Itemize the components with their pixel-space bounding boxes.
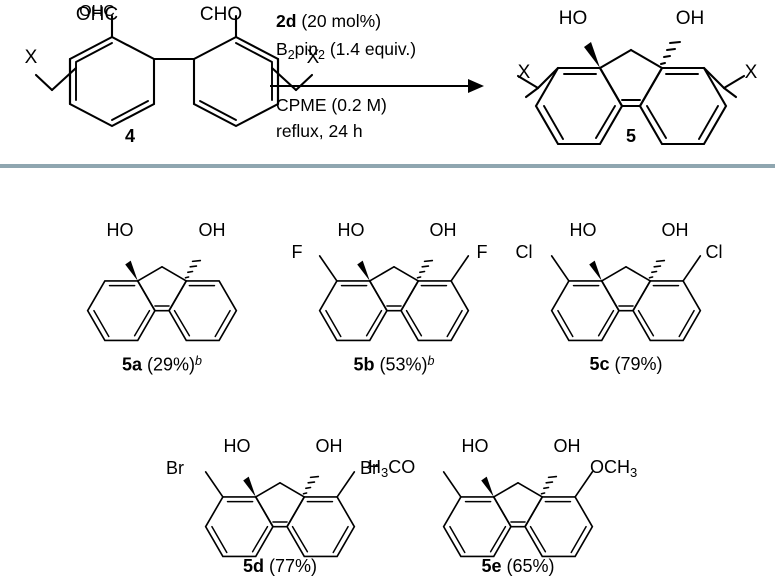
substrate-structure-4 (14, 4, 314, 154)
product-5d-id: 5d (242, 556, 264, 576)
reagent-sub-2: 2 (318, 47, 325, 62)
bond-to-sub-left-5b (318, 255, 338, 282)
product-hydroxyl-right-label: OH (675, 8, 705, 29)
product-5c-yield: (79%) (614, 354, 663, 374)
product-substituent-x-right: X (744, 62, 758, 83)
product-5e-hydroxyl-right: OH (553, 436, 581, 456)
product-5b-structure (304, 236, 484, 354)
product-5e-id: 5e (481, 556, 502, 576)
product-5b-svg (318, 255, 470, 342)
product-5a-structure (72, 236, 252, 354)
conditions-above-arrow: 2d (20 mol%) B2pin2 (1.4 equiv.) (276, 8, 416, 68)
product-5e-caption: 5e (65%) (448, 556, 588, 577)
product-5c-substituent-left: Cl (515, 242, 533, 262)
product-5c-hydroxyl-left: HO (569, 220, 597, 240)
bond-to-sub-left-5d (204, 471, 224, 498)
product-5e-sub-left-3: 3 (381, 464, 389, 480)
product-5c-id: 5c (589, 354, 610, 374)
substrate-number-text: 4 (124, 126, 135, 146)
reagent-b: B (276, 39, 288, 59)
arrow-head-icon (468, 79, 484, 93)
reaction-arrow-svg (270, 79, 484, 93)
bond-to-sub-right-5e (574, 471, 594, 498)
condition-line-catalyst: 2d (20 mol%) (276, 8, 416, 36)
conditions-below-arrow: CPME (0.2 M) reflux, 24 h (276, 92, 387, 144)
product-5a-yield: (29%) (147, 354, 196, 375)
hash-bond-right (660, 41, 681, 65)
product-5e-sub-left-h: H (368, 457, 381, 477)
product-svg (516, 41, 746, 146)
product-5a-id: 5a (121, 354, 143, 375)
product-5d-substituent-left: Br (166, 458, 184, 478)
product-5d-substituent-right: Br (360, 458, 378, 478)
section-divider (0, 164, 775, 168)
product-5e-sub-right-3: 3 (630, 464, 638, 480)
bond-to-sub-right-5b (450, 255, 470, 282)
product-5b-substituent-left: F (291, 242, 303, 262)
reaction-arrow (270, 76, 486, 96)
product-hydroxyl-left-label: HO (558, 8, 588, 29)
hash-bond-5e (540, 475, 558, 495)
product-5c-structure (536, 236, 716, 354)
catalyst-label: 2d (276, 11, 297, 31)
bond-to-sub-left-5c (550, 255, 570, 282)
product-5a-footnote: b (195, 354, 202, 368)
product-5b-hydroxyl-right: OH (429, 220, 457, 240)
condition-line-reagent: B2pin2 (1.4 equiv.) (276, 36, 416, 68)
product-5a-hydroxyl-left: HO (106, 220, 134, 240)
product-5d-hydroxyl-left: HO (223, 436, 251, 456)
product-structure-5 (516, 26, 746, 146)
hash-bond-5c (648, 259, 666, 279)
product-5e-structure (428, 452, 608, 570)
product-compound-number: 5 (611, 126, 651, 147)
substrate-label-ohc: OHC (75, 4, 119, 25)
product-5d-structure (190, 452, 370, 570)
substrate-substituent-x-left: X (24, 47, 38, 68)
product-5d-hydroxyl-right: OH (315, 436, 343, 456)
bond-to-sub-left-5e (442, 471, 462, 498)
condition-line-temp: reflux, 24 h (276, 121, 363, 141)
hash-bond-5b (416, 259, 434, 279)
catalyst-loading: (20 mol%) (301, 11, 382, 31)
product-5a-caption: 5a (29%)b (92, 354, 232, 376)
reagent-pin: pin (294, 39, 318, 59)
product-5e-substituent-left: H3CO (368, 457, 415, 480)
bond-to-sub-right-5d (336, 471, 356, 498)
product-5b-yield: (53%) (379, 354, 428, 375)
reagent-sub-1: 2 (287, 47, 295, 62)
product-5c-caption: 5c (79%) (556, 354, 696, 375)
reagent-amount: (1.4 equiv.) (329, 39, 417, 59)
product-5c-svg (550, 255, 702, 342)
product-5d-yield: (77%) (269, 556, 318, 576)
substrate-label-cho: CHO (199, 4, 243, 25)
product-5e-sub-right-och: OCH (590, 457, 630, 477)
product-5e-substituent-right: OCH3 (590, 457, 637, 480)
substrate-compound-number: 4 (110, 126, 150, 147)
substrate-group-ohc: OHC (79, 3, 115, 20)
bond-to-sub-right-5c (682, 255, 702, 282)
product-5c-hydroxyl-right: OH (661, 220, 689, 240)
product-number-text: 5 (625, 126, 636, 146)
hash-bond-5d (302, 475, 320, 495)
product-substituent-x-left: X (517, 62, 531, 83)
product-5e-hydroxyl-left: HO (461, 436, 489, 456)
product-5a-svg (86, 259, 238, 342)
substrate-svg (34, 14, 314, 128)
product-5b-id: 5b (353, 354, 375, 375)
product-5e-svg (442, 471, 594, 558)
product-5b-hydroxyl-left: HO (337, 220, 365, 240)
product-5e-yield: (65%) (506, 556, 555, 576)
product-5a-hydroxyl-right: OH (198, 220, 226, 240)
product-5d-caption: 5d (77%) (210, 556, 350, 577)
product-5b-caption: 5b (53%)b (324, 354, 464, 376)
product-5e-sub-left-co: CO (388, 457, 416, 477)
condition-line-solvent: CPME (0.2 M) (276, 95, 387, 115)
product-5b-footnote: b (427, 354, 435, 368)
hash-bond-5a (184, 259, 202, 279)
product-5d-svg (204, 471, 356, 558)
substrate-substituent-x-right: X (306, 47, 320, 68)
product-5b-substituent-right: F (476, 242, 488, 262)
product-5c-substituent-right: Cl (705, 242, 723, 262)
